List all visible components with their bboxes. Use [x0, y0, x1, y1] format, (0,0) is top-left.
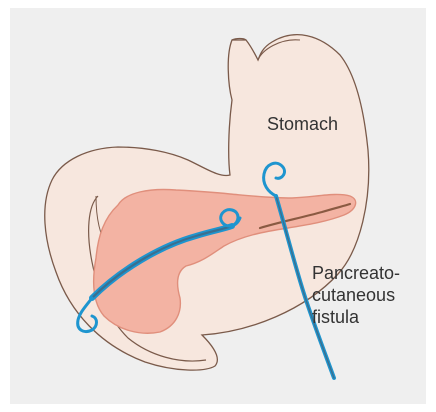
stomach-label: Stomach	[267, 113, 338, 135]
fistula-label-line-3: fistula	[312, 306, 400, 328]
fistula-label: Pancreato- cutaneous fistula	[312, 262, 400, 328]
fistula-label-line-2: cutaneous	[312, 284, 400, 306]
fistula-label-line-1: Pancreato-	[312, 262, 400, 284]
